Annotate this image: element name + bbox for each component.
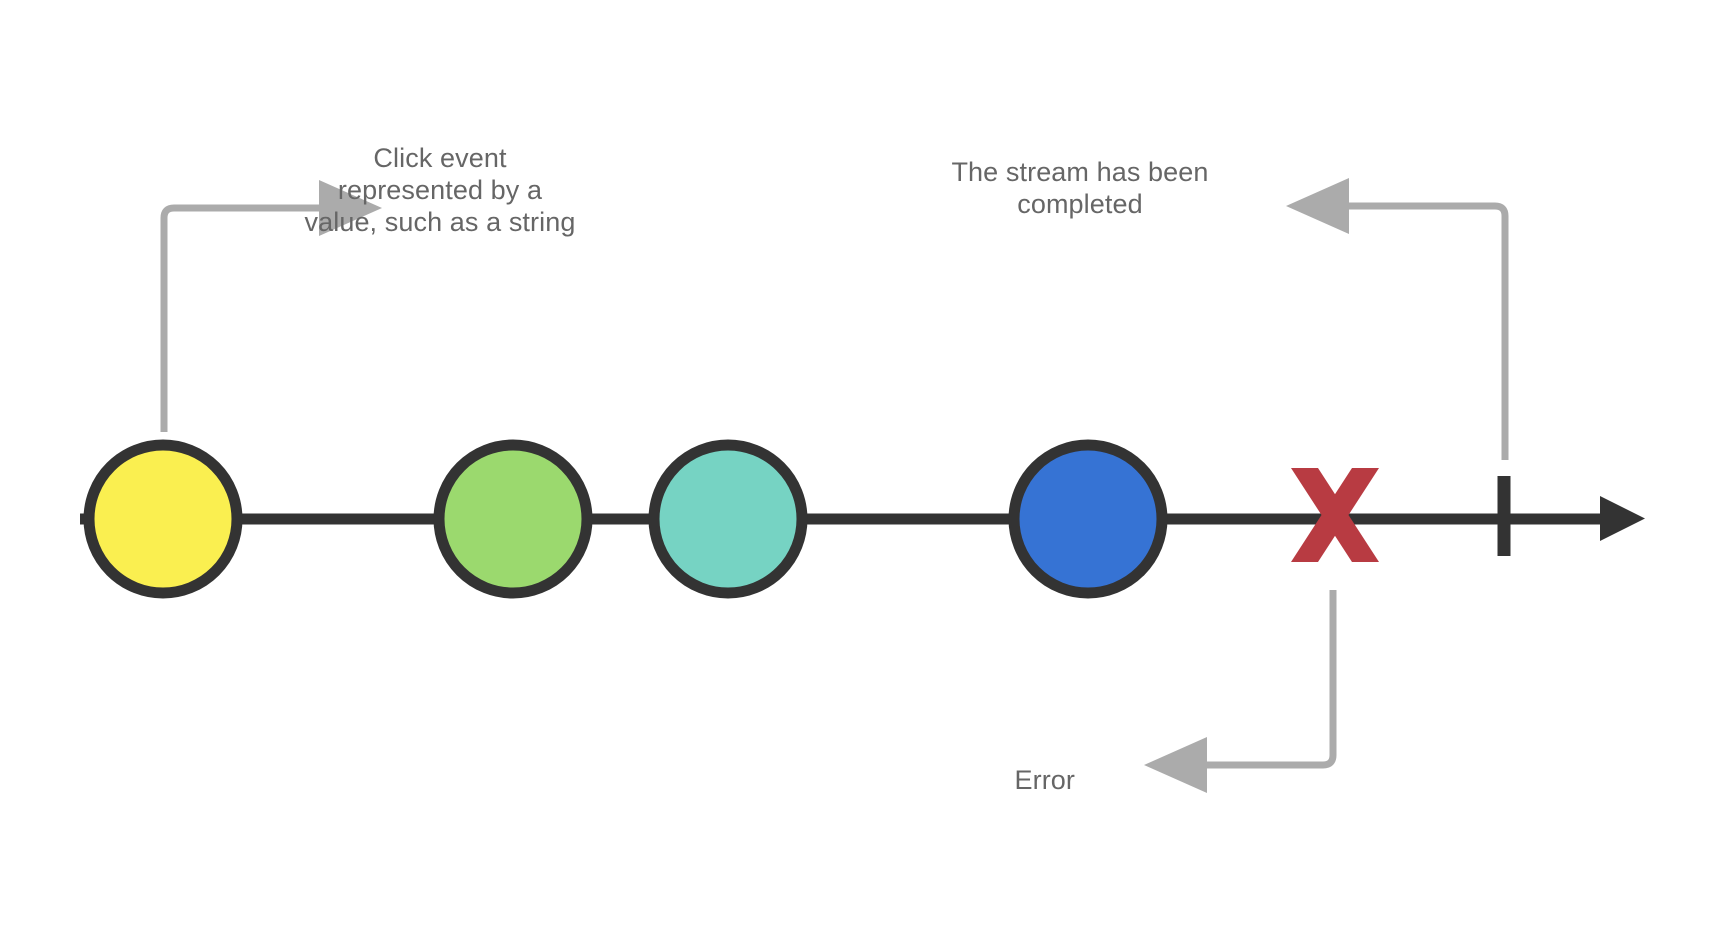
marble-blue-value[interactable] — [1008, 439, 1168, 599]
completion-tick-icon[interactable] — [1497, 476, 1511, 556]
stream-timeline — [80, 496, 1645, 541]
leader-line-click-event — [160, 180, 382, 432]
annotation-completed-label: The stream has been completed — [951, 157, 1209, 219]
marble-yellow-value[interactable] — [83, 439, 243, 599]
annotation-click-event-label: Click event represented by a value, such… — [304, 143, 576, 237]
leader-line-error — [1144, 590, 1337, 793]
marble-green-value[interactable] — [433, 439, 593, 599]
timeline-arrow-head — [1600, 496, 1645, 541]
stream-event-markers — [83, 439, 1511, 599]
marble-teal-value[interactable] — [648, 439, 808, 599]
annotation-error-label: Error — [1014, 765, 1075, 795]
error-x-stroke-b — [1291, 468, 1379, 562]
leader-line-completed — [1286, 178, 1509, 460]
leader-lines-group — [160, 178, 1509, 793]
error-x-icon[interactable] — [1291, 468, 1379, 562]
